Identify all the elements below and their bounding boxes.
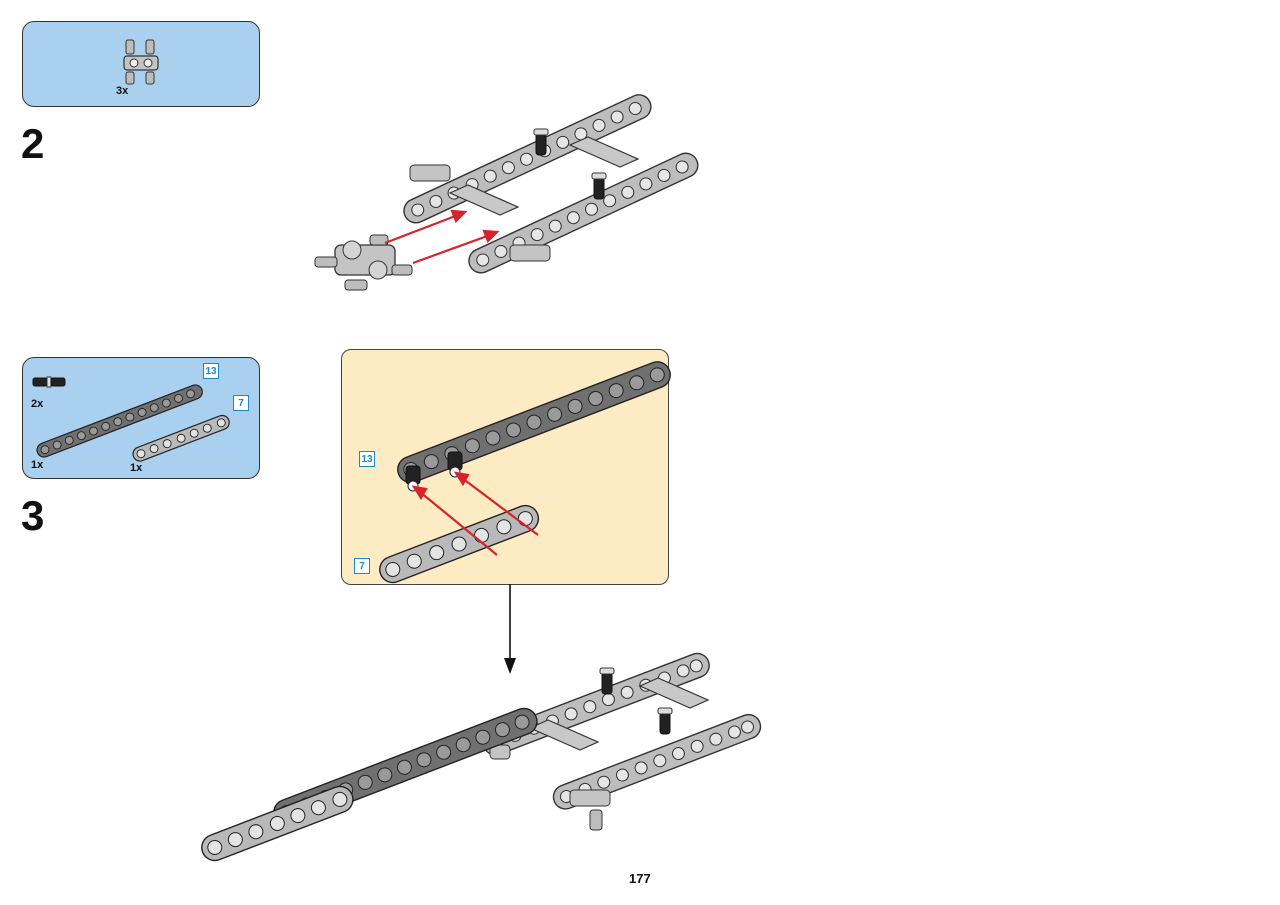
part-qty: 2x [31, 398, 44, 410]
part-qty: 1x [31, 459, 44, 471]
placement-arrow [504, 584, 516, 674]
part-qty: 3x [116, 85, 129, 97]
axle-pin-icon [32, 376, 66, 388]
beam-length-tag: 13 [359, 451, 375, 467]
step3-assembly-illustration [201, 652, 762, 862]
step-number: 2 [21, 120, 45, 167]
beam-length-tag: 13 [203, 363, 219, 379]
beam-length-tag: 7 [233, 395, 249, 411]
sub-assembly-illustration [379, 361, 671, 584]
step2-assembly-illustration [314, 94, 699, 291]
step2-parts-box: 3x [22, 21, 260, 107]
sub-assembly-callout: 13 7 [341, 349, 671, 585]
step3-parts-box: 2x 13 1x 7 1x [22, 357, 260, 479]
step-number: 3 [21, 492, 45, 539]
beam-length-tag: 7 [354, 558, 370, 574]
page-number: 177 [629, 871, 651, 886]
cross-connector-icon [123, 39, 159, 85]
beam-13-icon [36, 384, 203, 458]
beam-7-icon [132, 414, 230, 462]
part-qty: 1x [130, 462, 143, 474]
